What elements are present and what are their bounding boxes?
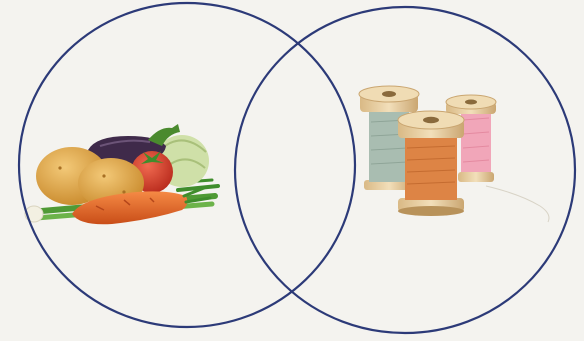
orange-thread-spool-icon	[398, 111, 464, 216]
